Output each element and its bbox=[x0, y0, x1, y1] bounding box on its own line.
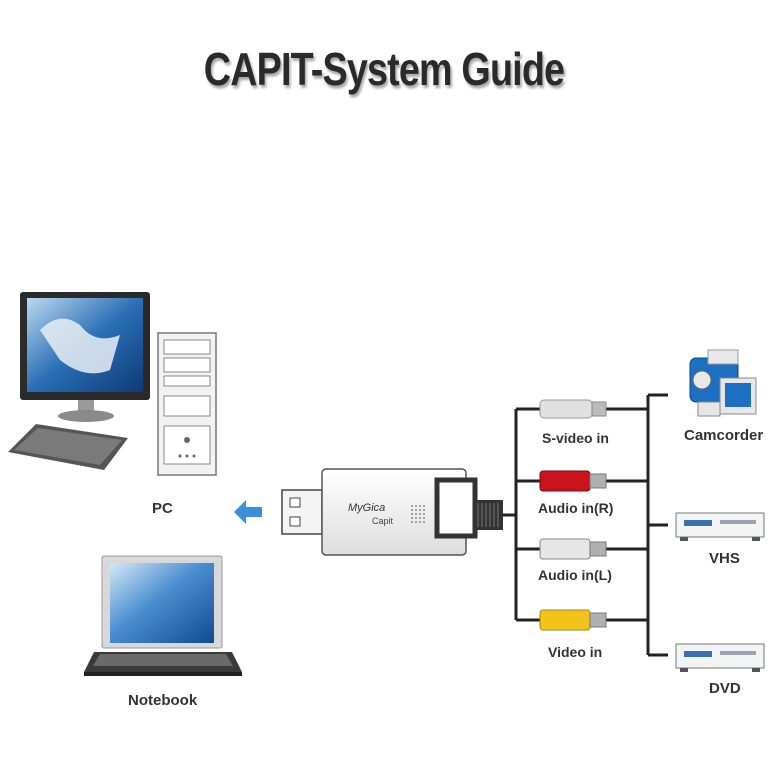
laptop-icon bbox=[84, 555, 242, 676]
device-brand: MyGica bbox=[348, 502, 385, 514]
svideo-plug bbox=[539, 399, 607, 419]
device-model: Capit bbox=[372, 516, 394, 526]
camcorder-icon bbox=[689, 349, 757, 417]
desktop-pc-icon bbox=[8, 292, 217, 476]
audio-l-plug bbox=[539, 538, 607, 560]
notebook-label: Notebook bbox=[128, 692, 198, 709]
connection-lines bbox=[503, 393, 668, 657]
arrow-left-icon bbox=[234, 500, 262, 524]
audio-r-label: Audio in(R) bbox=[538, 500, 614, 516]
vhs-label: VHS bbox=[709, 550, 740, 567]
page-title: CAPIT-System Guide bbox=[203, 43, 565, 95]
dvd-label: DVD bbox=[709, 680, 741, 697]
camcorder-label: Camcorder bbox=[684, 427, 764, 444]
usb-capture-device: MyGica Capit bbox=[281, 468, 503, 556]
video-label: Video in bbox=[548, 644, 603, 660]
vhs-player-icon bbox=[675, 512, 765, 541]
svideo-label: S-video in bbox=[542, 430, 609, 446]
pc-label: PC bbox=[152, 500, 173, 517]
audio-r-plug bbox=[539, 470, 607, 492]
video-plug bbox=[539, 609, 607, 631]
audio-l-label: Audio in(L) bbox=[538, 567, 612, 583]
dvd-player-icon bbox=[675, 643, 765, 672]
